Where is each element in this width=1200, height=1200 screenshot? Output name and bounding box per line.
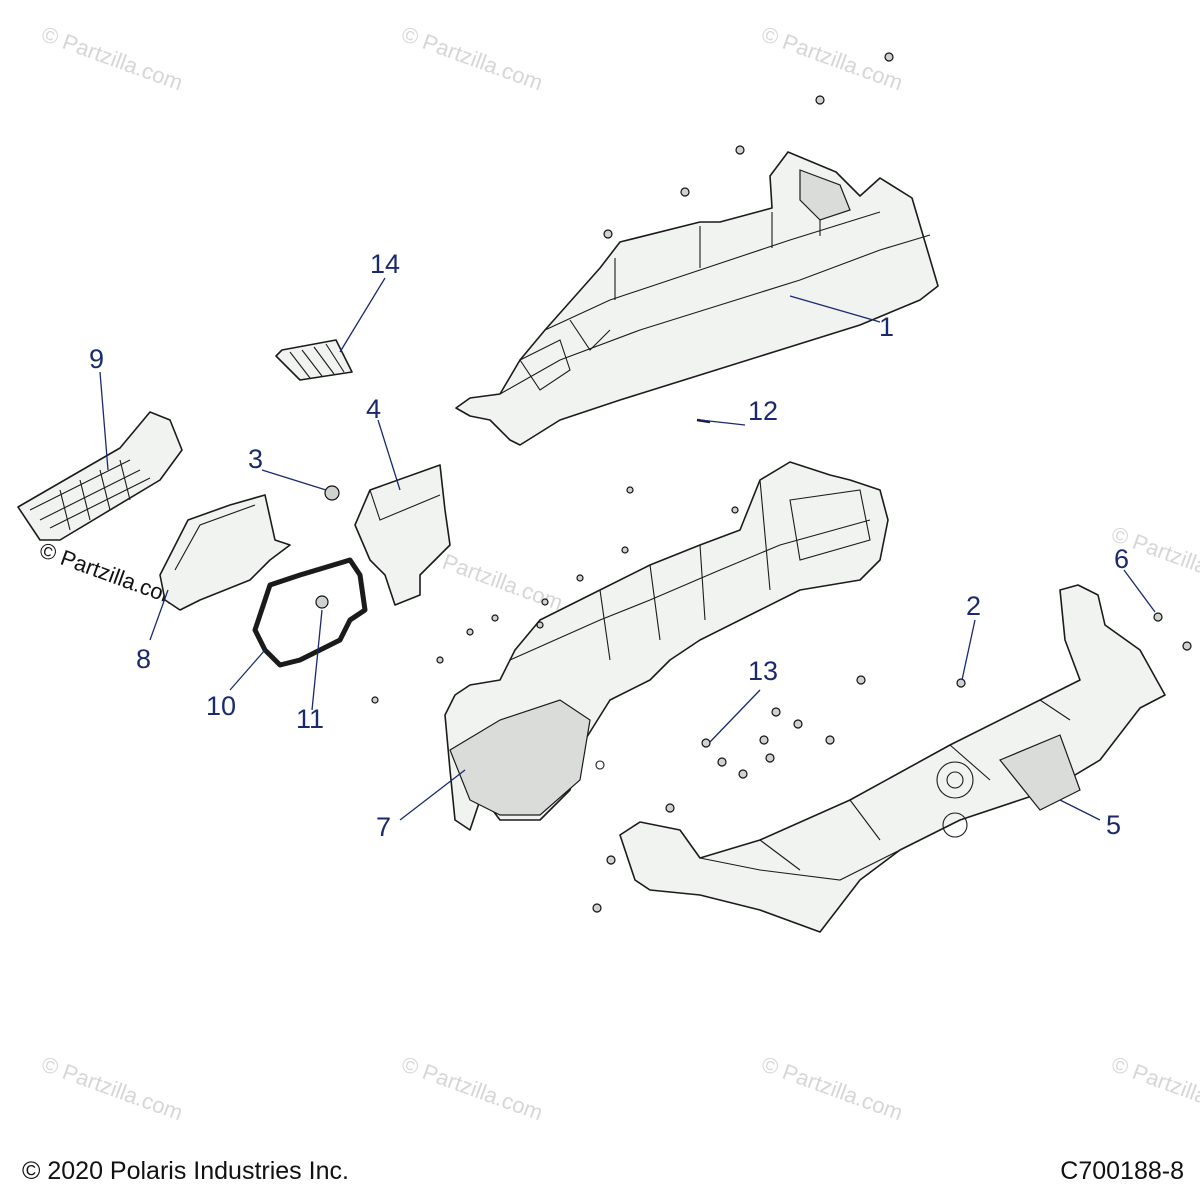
watermark: © Partzilla.com [398, 1051, 546, 1125]
callout-5: 5 [1106, 810, 1121, 840]
callout-9: 9 [89, 344, 104, 374]
part-8-glovebox-door [159, 494, 291, 611]
callout-3: 3 [248, 444, 263, 474]
watermark: © Partzilla.com [398, 21, 546, 95]
part-11-grommet [315, 595, 329, 609]
leader-lines [99, 277, 1156, 821]
callout-14: 14 [370, 249, 400, 279]
callout-13: 13 [748, 656, 778, 686]
fasteners-lower [592, 612, 1192, 913]
callout-8: 8 [136, 644, 151, 674]
part-9-tray [17, 411, 183, 541]
part-14-grille [275, 339, 353, 381]
part-3-knob [324, 485, 340, 501]
watermark: © Partzilla.com [758, 1051, 906, 1125]
watermark: © Partzilla.com [38, 21, 186, 95]
copyright-notice: © 2020 Polaris Industries Inc. [22, 1157, 349, 1185]
callout-6: 6 [1114, 544, 1129, 574]
clips-scattered [371, 486, 739, 704]
fasteners-top [603, 52, 894, 239]
callout-1: 1 [879, 312, 894, 342]
part-10-gasket [252, 557, 368, 668]
callout-labels: 1 2 3 4 5 6 7 8 9 10 11 12 13 14 [89, 249, 1129, 842]
part-7-dash-structure [444, 461, 889, 831]
callout-4: 4 [366, 394, 381, 424]
callout-2: 2 [966, 591, 981, 621]
watermark: © Partzilla.com [1108, 1051, 1200, 1125]
diagram-id: C700188-8 [1060, 1157, 1184, 1185]
callout-7: 7 [376, 812, 391, 842]
callout-12: 12 [748, 396, 778, 426]
part-4-bracket [354, 464, 451, 606]
callout-10: 10 [206, 691, 236, 721]
watermark: © Partzilla.com [38, 1051, 186, 1125]
part-upper-dash-panel [455, 151, 939, 446]
watermark: © Partzilla.com [758, 21, 906, 95]
callout-11: 11 [296, 704, 324, 734]
part-5-lower-panel [619, 584, 1166, 933]
